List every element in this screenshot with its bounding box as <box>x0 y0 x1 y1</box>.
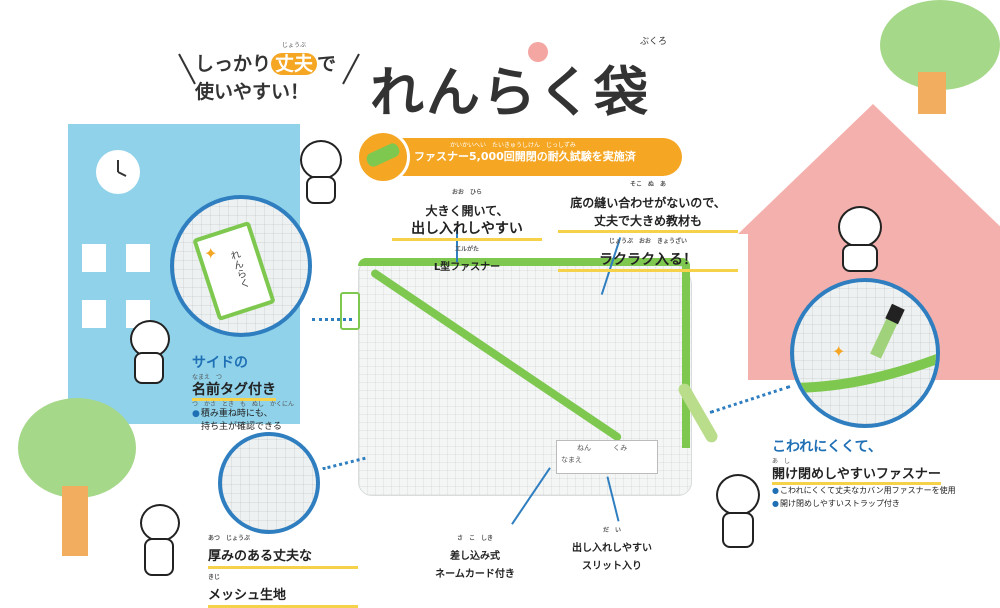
ruby-text: きじ <box>208 574 221 581</box>
connector-line <box>312 318 352 321</box>
zoom-zipper <box>790 278 940 428</box>
banner-ruby: かいかいへい たいきゅうしけん じっしずみ <box>450 142 576 149</box>
callout-highlight: ラクラク入る！ <box>558 251 738 272</box>
callout-title: こわれにくくて、 <box>772 439 882 455</box>
name-card: ねん くみ なまえ <box>556 440 658 474</box>
kid-character <box>134 352 164 384</box>
kid-character <box>838 206 882 248</box>
ruby-text: あ し <box>772 458 791 465</box>
slogan-line2: 使いやすい！ <box>195 81 310 103</box>
namecard-field: なまえ <box>561 456 582 464</box>
callout-text: 差し込み式 <box>450 551 500 562</box>
tree-top <box>18 398 136 498</box>
page-title: れんらく袋 <box>370 61 650 124</box>
ruby-text: おお ひら <box>451 189 482 196</box>
connector-line <box>456 230 458 262</box>
namecard-field: ねん <box>577 444 591 452</box>
callout-highlight: 丈夫で大きめ教材も <box>558 212 738 233</box>
sparkle-icon: ✦ <box>204 244 218 263</box>
callout-zipper: こわれにくくて、 あ し 開け閉めしやすいファスナー こわれにくくて丈夫なカバン… <box>772 436 998 510</box>
callout-highlight: 名前タグ付き <box>192 382 276 401</box>
zipper-side <box>682 258 690 448</box>
kid-character <box>722 512 754 548</box>
callout-text: 大きく開いて、 <box>425 204 509 218</box>
bullet-text: 持ち主が確認できる <box>201 422 282 432</box>
bullet-text: 積み重ね時にも、 <box>192 408 332 421</box>
school-window <box>126 244 150 272</box>
slogan: しっかり丈夫で 使いやすい！ <box>195 50 336 106</box>
tree-trunk <box>62 486 88 556</box>
slogan-text: しっかり <box>195 53 272 75</box>
callout-highlight: 出し入れしやすい <box>392 220 542 241</box>
kid-character <box>144 538 174 576</box>
kid-character <box>140 504 180 542</box>
ruby-text: じょうぶ おお きょうざい <box>608 238 687 245</box>
callout-highlight: 開け閉めしやすいファスナー <box>772 467 941 485</box>
callout-highlight: 厚みのある丈夫な <box>208 548 358 569</box>
sparkle-icon: ✦ <box>832 342 846 361</box>
callout-text: スリット入り <box>582 561 642 572</box>
slogan-highlight: 丈夫 <box>271 53 318 75</box>
zoom-mesh <box>218 432 320 534</box>
clock-icon <box>96 150 140 194</box>
callout-l-zipper: おお ひら 大きく開いて、 出し入れしやすい エルがた L型ファスナー <box>392 184 542 277</box>
callout-side-tag: サイドの なまえ つ 名前タグ付き つ かさ とき も ぬし かくにん 積み重ね… <box>192 352 332 434</box>
callout-slit: だ い 出し入れしやすい スリット入り <box>556 522 668 576</box>
durability-banner <box>360 138 682 176</box>
callout-text: 底の縫い合わせがないので、 <box>570 196 726 210</box>
ruby-text: なまえ つ <box>192 374 223 381</box>
title-accent-line <box>342 53 360 85</box>
callout-mesh: あつ じょうぶ 厚みのある丈夫な きじ メッシュ生地 <box>208 530 358 608</box>
title-dot <box>528 42 548 62</box>
callout-text: 出し入れしやすい <box>572 543 652 554</box>
kid-character <box>842 244 878 272</box>
title-ruby: ぶくろ <box>640 37 668 47</box>
banner-text: ファスナー5,000回開閉の耐久試験を実施済 <box>414 150 636 163</box>
ruby-text: そこ ぬ あ <box>629 181 666 188</box>
ruby-text: あつ じょうぶ <box>208 535 251 542</box>
ruby-text: エルがた <box>454 246 479 253</box>
ruby-text: さ こ しき <box>456 535 493 542</box>
callout-highlight: メッシュ生地 <box>208 587 358 608</box>
kid-character <box>306 176 336 204</box>
bullet-text: 開け閉めしやすいストラップ付き <box>772 497 998 510</box>
school-window <box>82 300 106 328</box>
callout-namecard: さ こ しき 差し込み式 ネームカード付き <box>420 530 530 584</box>
school-window <box>82 244 106 272</box>
callout-title: サイドの <box>192 355 248 371</box>
ruby-text: つ かさ とき も ぬし かくにん <box>192 401 295 408</box>
slogan-text: で <box>317 53 337 75</box>
callout-text: ネームカード付き <box>435 569 515 580</box>
side-name-tab <box>340 292 360 330</box>
namecard-field: くみ <box>613 444 628 452</box>
callout-bottom-seam: そこ ぬ あ 底の縫い合わせがないので、 丈夫で大きめ教材も じょうぶ おお き… <box>558 176 738 272</box>
connector-line <box>709 385 791 414</box>
bullet-text: こわれにくくて丈夫なカバン用ファスナーを使用 <box>772 484 998 497</box>
zipper-top <box>358 258 690 266</box>
slogan-ruby: じょうぶ <box>282 42 307 49</box>
kid-character <box>716 474 760 516</box>
ruby-text: だ い <box>602 527 621 534</box>
title-accent-line <box>178 53 196 85</box>
kid-character <box>300 140 342 180</box>
callout-text: L型ファスナー <box>433 262 501 273</box>
